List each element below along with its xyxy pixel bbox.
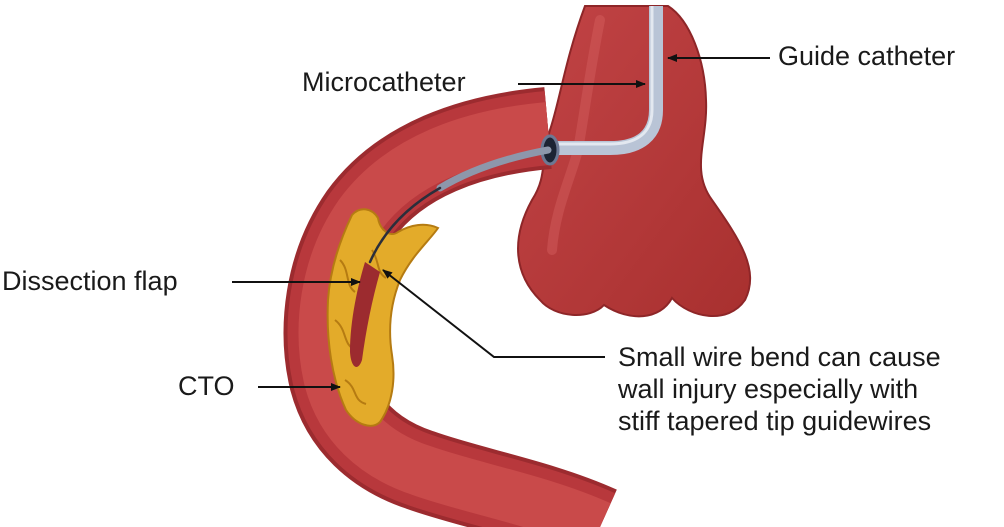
wire-bend-arrow xyxy=(382,269,605,358)
dissection-channel xyxy=(350,262,380,367)
cto-label: CTO xyxy=(178,371,235,401)
cto-plaque-body xyxy=(326,208,440,427)
guide-catheter xyxy=(555,6,663,155)
dissection-flap-label: Dissection flap xyxy=(2,266,178,296)
cto-plaque-texture xyxy=(334,249,387,405)
guide-catheter-shine xyxy=(555,6,654,146)
guide-catheter-label: Guide catheter xyxy=(778,41,956,71)
cto-plaque xyxy=(326,208,440,427)
guidewire xyxy=(368,186,442,264)
microcatheter-label: Microcatheter xyxy=(302,67,466,97)
wire-bend-note-line: stiff tapered tip guidewires xyxy=(618,406,932,436)
wire-bend-note-line: wall injury especially with xyxy=(618,374,919,404)
wire-bend-note: Small wire bend can cause wall injury es… xyxy=(618,341,941,437)
artery-lumen xyxy=(298,102,611,527)
wire-bend-note-line: Small wire bend can cause xyxy=(618,342,941,372)
microcatheter xyxy=(436,146,552,192)
